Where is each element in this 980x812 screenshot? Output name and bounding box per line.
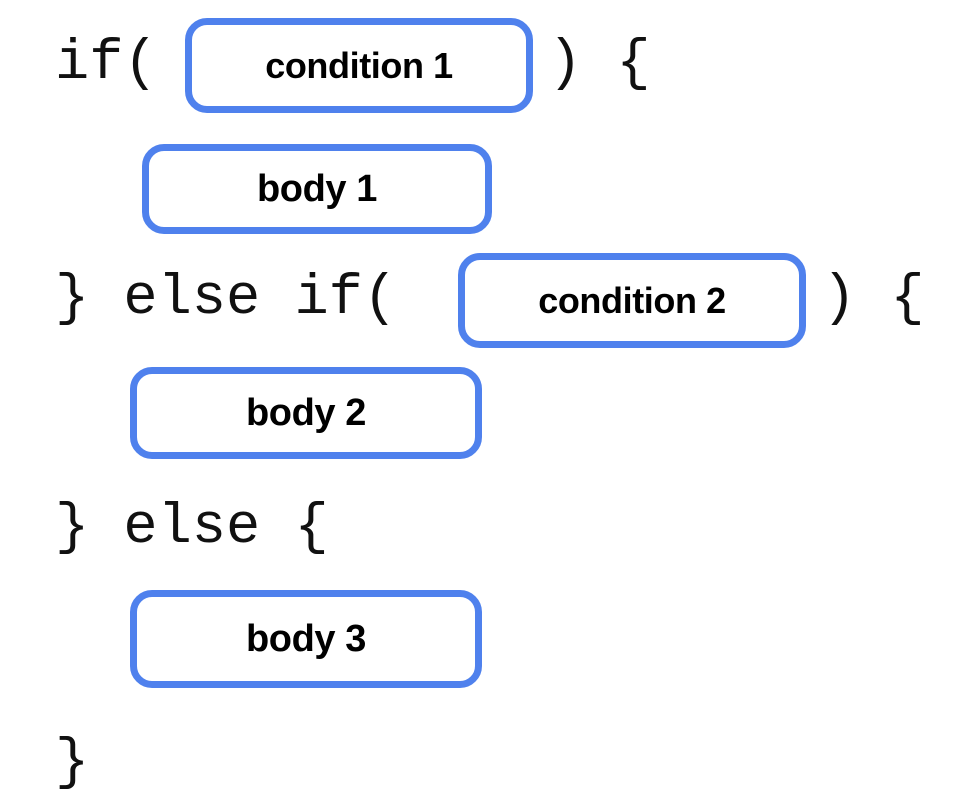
code-text-elseif-close: ) { [822,267,925,331]
slot-body-2-label: body 2 [245,392,367,434]
slot-body-2[interactable]: body 2 [130,367,482,459]
slot-body-3-label: body 3 [245,618,367,660]
slot-body-3[interactable]: body 3 [130,590,482,688]
code-text-elseif-open: } else if( [55,267,398,331]
slot-condition-2[interactable]: condition 2 [458,253,806,348]
slot-condition-1-label: condition 1 [265,44,453,86]
code-text-if-close: ) { [548,32,651,96]
slot-condition-2-label: condition 2 [538,279,726,321]
slot-body-1[interactable]: body 1 [142,144,492,234]
code-text-if-open: if( [55,32,158,96]
code-text-else: } else { [55,496,329,560]
code-text-closing-brace: } [55,731,90,795]
slot-body-1-label: body 1 [256,168,378,210]
slot-condition-1[interactable]: condition 1 [185,18,533,113]
